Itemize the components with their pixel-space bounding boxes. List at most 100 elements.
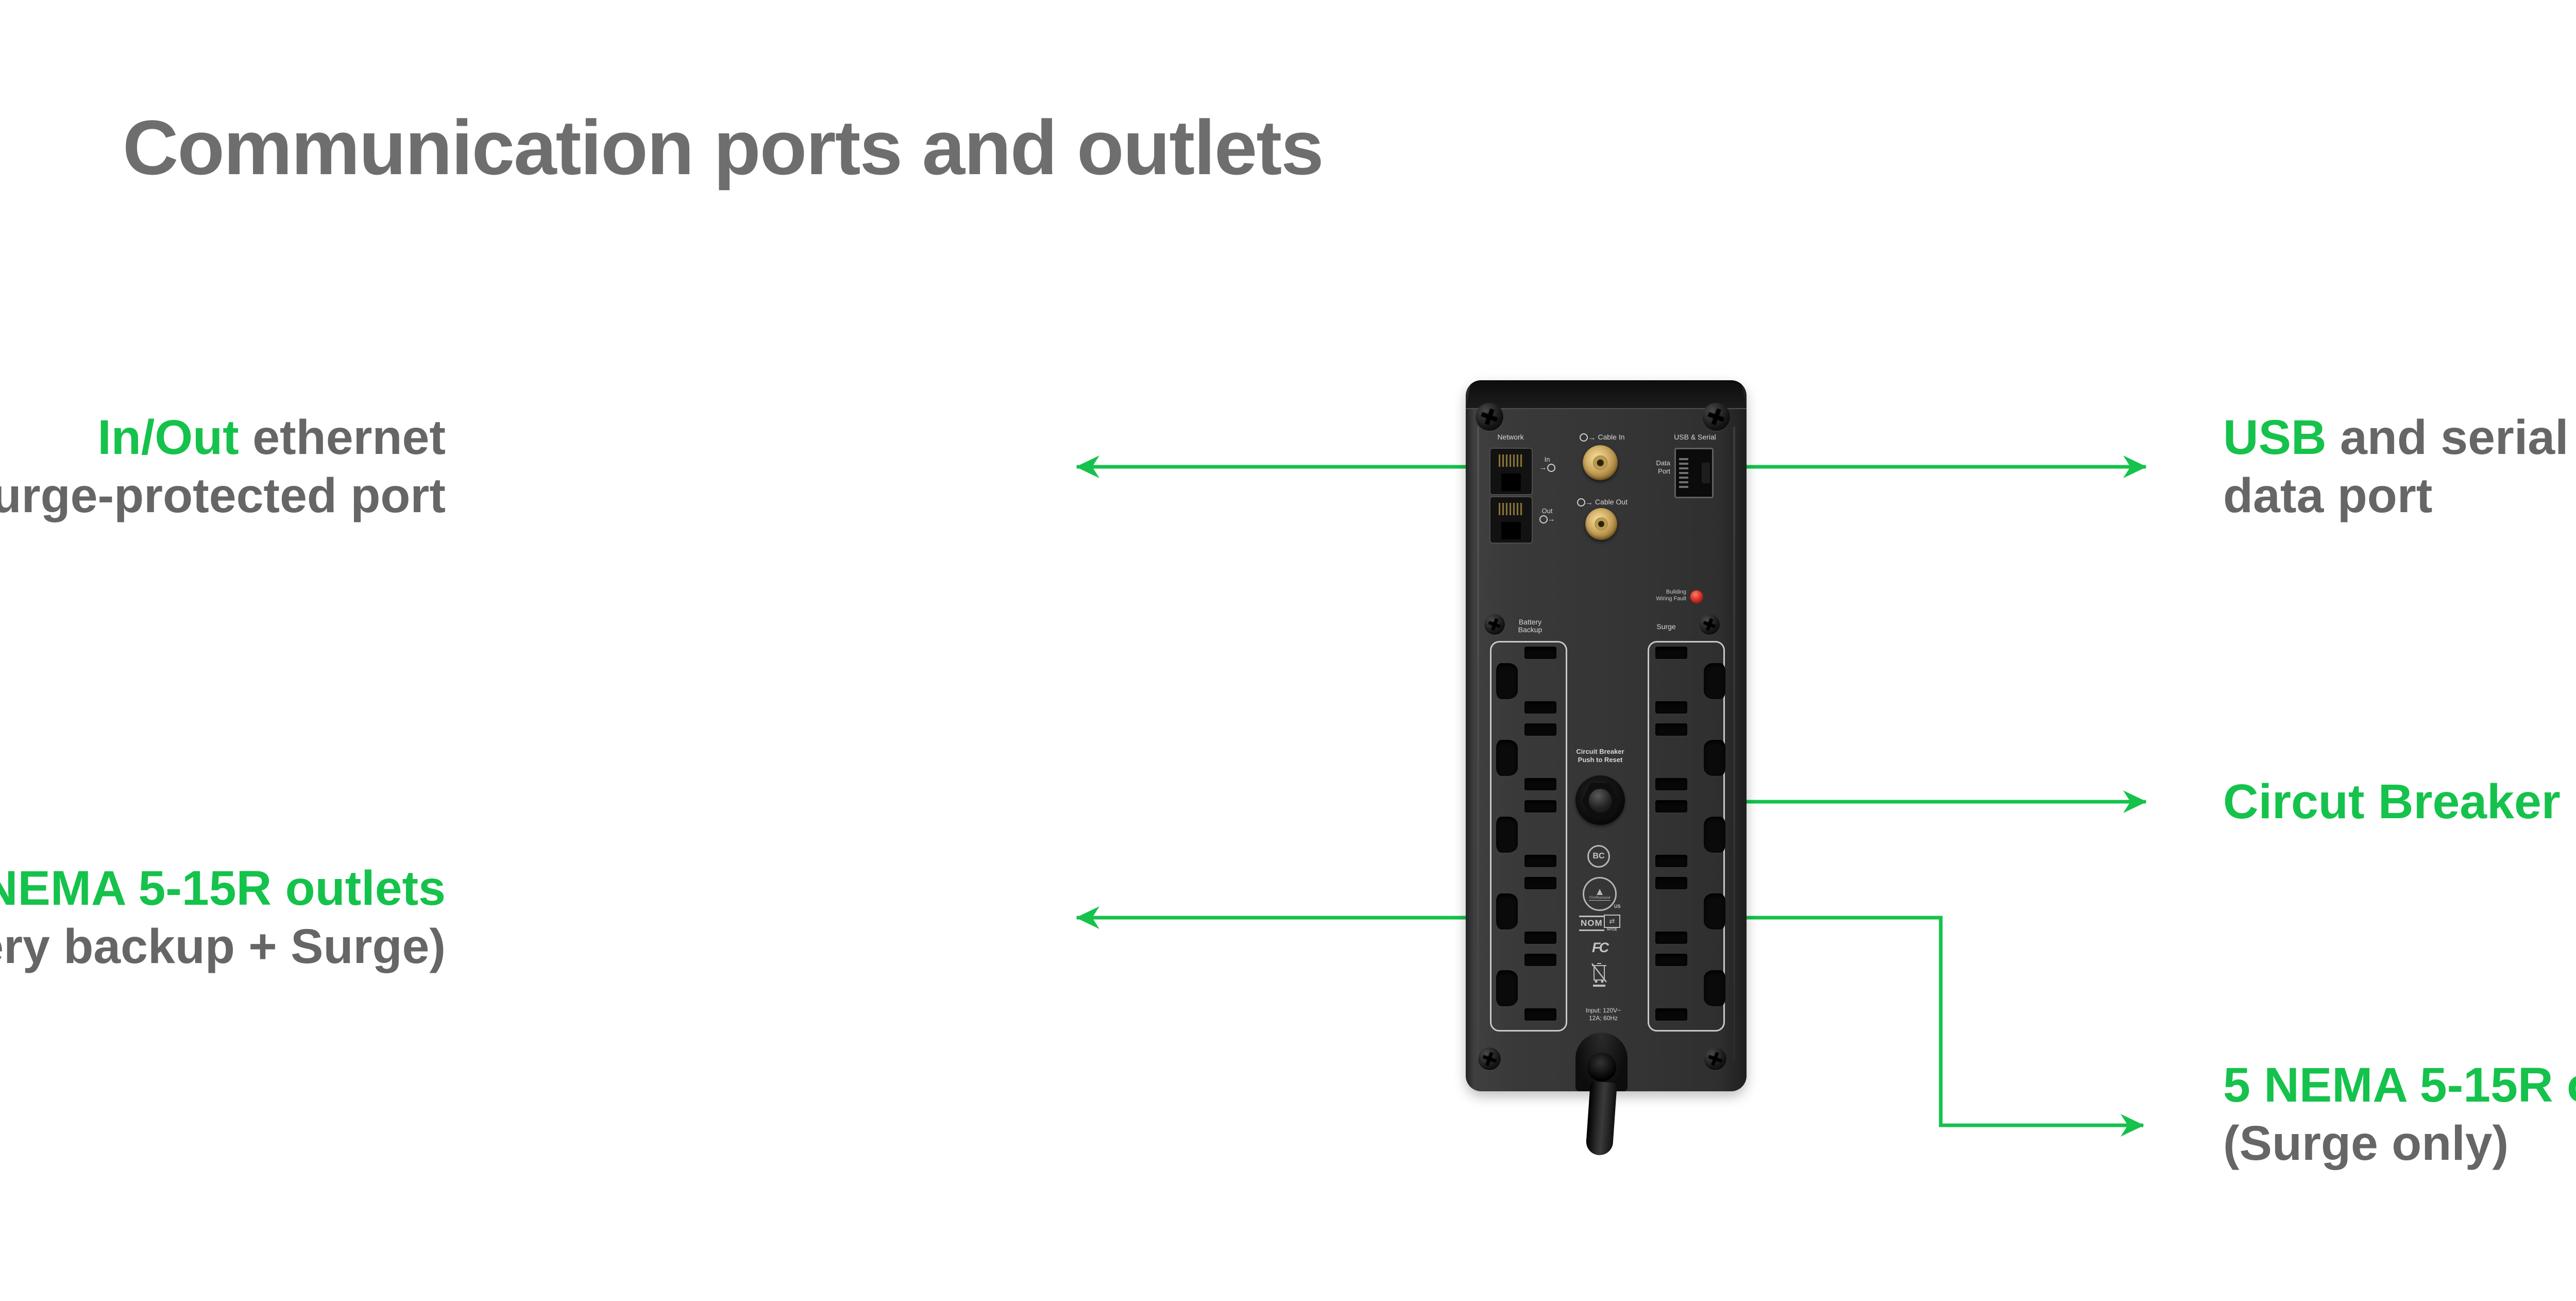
nyce-icon: ⇄ [1604, 915, 1620, 928]
cable-in-label: → Cable In [1558, 433, 1646, 442]
tuv-triangle-icon: ▲ [1595, 886, 1605, 898]
callout-surge-outlets-label: 5 NEMA 5-15R outlets (Surge only) [2223, 1056, 2576, 1173]
nema-5-15r-outlet [1492, 951, 1566, 1028]
network-section-label: Network [1497, 433, 1524, 441]
bc-mark: BC [1587, 845, 1610, 868]
breaker-label: Circuit Breaker Push to Reset [1576, 748, 1624, 764]
fcc-mark: FC [1592, 940, 1609, 955]
outlet-slot [1524, 723, 1556, 736]
callout-ethernet-label: In/Out ethernet surge-protected port [0, 409, 446, 525]
outlet-ground-hole [1496, 970, 1518, 1006]
callout-circuit-breaker-label: Circut Breaker [2223, 774, 2561, 829]
outlet-slot [1524, 855, 1556, 867]
outlet-slot [1524, 800, 1556, 813]
outlet-ground-hole [1704, 817, 1725, 853]
callout-ethernet-line2: surge-protected port [0, 468, 446, 523]
ethernet-in-jack [1489, 448, 1533, 495]
cable-out-icon [1577, 498, 1586, 507]
ethernet-out-label: Out → [1536, 507, 1558, 523]
usb-serial-section-label: USB & Serial [1674, 433, 1716, 441]
screw-icon [1702, 403, 1730, 431]
outlet-slot [1655, 954, 1687, 966]
outlet-ground-hole [1496, 817, 1518, 853]
callout-usb-line1: USB and serial [2223, 410, 2569, 465]
power-cord [1585, 1081, 1617, 1156]
ethernet-out-jack [1489, 496, 1533, 544]
screw-icon [1478, 1047, 1501, 1070]
outlet-slot [1655, 932, 1687, 944]
nema-5-15r-outlet [1649, 874, 1725, 951]
outlet-slot [1524, 701, 1556, 714]
outlet-ground-hole [1496, 663, 1518, 699]
network-out-icon: → [1536, 515, 1558, 523]
outlet-slot [1524, 647, 1556, 659]
arrow-surge-outlets [1700, 916, 2144, 1137]
surge-group-label: Surge [1656, 622, 1676, 631]
input-rating-label: Input: 120V~ 12A; 60Hz [1585, 1007, 1621, 1022]
device-left-bevel [1477, 427, 1479, 1060]
nema-5-15r-outlet [1492, 874, 1566, 951]
circuit-breaker-button [1575, 775, 1625, 825]
screw-icon [1476, 403, 1503, 431]
nema-5-15r-outlet [1492, 720, 1566, 798]
usb-serial-data-port [1674, 448, 1714, 498]
outlet-ground-hole [1496, 740, 1518, 776]
outlet-slot [1655, 647, 1687, 659]
screw-icon [1699, 614, 1720, 635]
outlet-slot [1524, 954, 1556, 966]
outlet-slot [1655, 877, 1687, 889]
callout-battery-line2: (Battery backup + Surge) [0, 919, 446, 974]
page-title: Communication ports and outlets [123, 104, 1324, 191]
outlet-ground-hole [1704, 740, 1725, 776]
callout-usb-line2: data port [2223, 468, 2433, 523]
data-port-label: Data Port [1656, 459, 1670, 475]
callout-ethernet-line1: In/Out ethernet [97, 410, 446, 465]
callout-battery-line1: 5 NEMA 5-15R outlets [0, 861, 446, 916]
callout-battery-outlets-label: 5 NEMA 5-15R outlets (Battery backup + S… [0, 859, 446, 976]
device-top-edge [1466, 380, 1747, 409]
wiring-fault-label: Building Wiring Fault [1656, 589, 1686, 602]
nema-5-15r-outlet [1649, 720, 1725, 798]
outlet-slot [1524, 877, 1556, 889]
nema-5-15r-outlet [1492, 797, 1566, 874]
nema-5-15r-outlet [1649, 951, 1725, 1028]
outlet-slot [1655, 778, 1687, 790]
nom-mark: NOM [1579, 916, 1604, 931]
callout-surge-line1: 5 NEMA 5-15R outlets [2223, 1058, 2576, 1112]
callout-usb-label: USB and serial data port [2223, 409, 2569, 525]
outlet-slot [1655, 1008, 1687, 1021]
outlet-ground-hole [1496, 893, 1518, 930]
nema-5-15r-outlet [1492, 644, 1566, 721]
wiring-fault-led [1690, 590, 1703, 603]
outlet-slot [1655, 701, 1687, 714]
cable-out-label: → Cable Out [1558, 498, 1646, 507]
outlet-slot [1524, 1008, 1556, 1021]
weee-bin-icon [1591, 963, 1607, 987]
outlet-ground-hole [1704, 663, 1725, 699]
device-right-bevel [1733, 427, 1735, 1060]
ups-rear-panel: Network In → Out → → Cable In → Cable Ou… [1466, 380, 1747, 1091]
coax-out-connector [1585, 508, 1617, 540]
cable-in-icon [1580, 433, 1588, 442]
outlet-slot [1524, 778, 1556, 790]
outlet-slot [1655, 855, 1687, 867]
surge-outlet-group [1648, 641, 1725, 1032]
tuv-us-label: US [1614, 904, 1621, 909]
callout-surge-line2: (Surge only) [2223, 1116, 2509, 1171]
battery-backup-outlet-group [1490, 641, 1567, 1032]
ethernet-in-label: In → [1536, 455, 1558, 472]
screw-icon [1484, 614, 1505, 635]
breaker-reset-button [1589, 789, 1612, 812]
outlet-slot [1655, 723, 1687, 736]
outlet-ground-hole [1704, 893, 1725, 930]
nema-5-15r-outlet [1649, 797, 1725, 874]
tuv-mark: ▲ TÜVRheinland [1583, 877, 1617, 911]
outlet-slot [1524, 932, 1556, 944]
nyce-mark: ⇄ NYCE [1604, 915, 1620, 932]
outlet-ground-hole [1704, 970, 1725, 1006]
network-in-icon: → [1536, 463, 1558, 472]
outlet-slot [1655, 800, 1687, 813]
screw-icon [1704, 1047, 1726, 1070]
battery-backup-group-label: Battery Backup [1518, 618, 1543, 634]
